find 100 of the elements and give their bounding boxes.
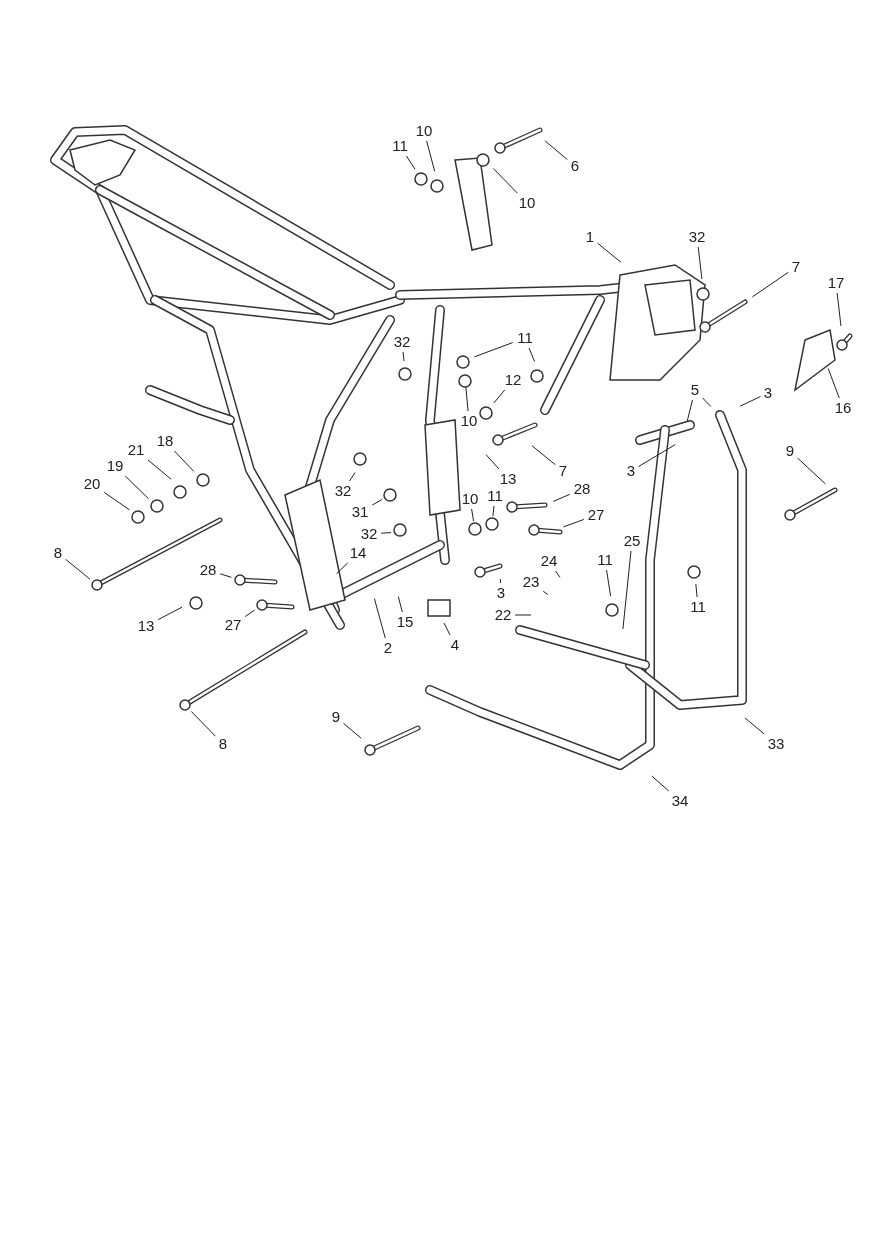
callout-number: 11 — [597, 550, 613, 570]
callout-number: 5 — [690, 380, 700, 400]
leader-line — [157, 606, 183, 621]
callout-number: 23 — [522, 572, 540, 592]
callout-number: 19 — [106, 456, 124, 476]
leader-line — [343, 722, 362, 739]
callout-number: 32 — [393, 332, 411, 352]
callout-number: 15 — [396, 612, 414, 632]
leader-line — [465, 386, 469, 412]
leader-line — [555, 570, 561, 578]
leader-line — [147, 459, 172, 480]
leader-line — [531, 445, 556, 466]
callout-number: 27 — [587, 505, 605, 525]
callout-number: 32 — [334, 481, 352, 501]
leader-line — [702, 397, 712, 407]
leader-line — [836, 292, 842, 327]
leader-line — [697, 246, 703, 280]
callout-number: 28 — [573, 479, 591, 499]
callout-number: 10 — [415, 121, 433, 141]
callout-number: 28 — [199, 560, 217, 580]
callout-number: 11 — [517, 328, 533, 348]
callout-number: 17 — [827, 273, 845, 293]
callout-number: 3 — [496, 583, 506, 603]
callout-number: 7 — [558, 461, 568, 481]
leader-line — [638, 444, 676, 467]
leader-line — [173, 450, 195, 472]
callout-number: 9 — [331, 707, 341, 727]
callout-number: 13 — [137, 616, 155, 636]
leader-line — [542, 590, 549, 596]
callout-number: 22 — [494, 605, 512, 625]
leader-line — [124, 475, 150, 500]
callout-number: 10 — [461, 489, 479, 509]
leader-line — [739, 396, 761, 407]
callout-number: 20 — [83, 474, 101, 494]
callout-number: 25 — [623, 531, 641, 551]
callout-number: 10 — [460, 411, 478, 431]
leader-line — [597, 242, 622, 263]
leader-line — [695, 583, 698, 598]
leader-line — [622, 550, 632, 630]
callout-number: 32 — [360, 524, 378, 544]
leader-line — [651, 775, 670, 792]
leader-line — [349, 472, 356, 482]
leader-line — [443, 622, 451, 636]
callout-number: 13 — [499, 469, 517, 489]
leader-line — [373, 598, 386, 639]
leader-line — [686, 399, 693, 422]
leader-line — [514, 614, 532, 616]
callout-number: 11 — [690, 597, 706, 617]
leader-line — [397, 596, 403, 613]
callout-number: 10 — [518, 193, 536, 213]
callout-number: 14 — [349, 543, 367, 563]
callout-number: 27 — [224, 615, 242, 635]
callout-number: 6 — [570, 156, 580, 176]
leader-line — [492, 167, 518, 194]
callout-number: 24 — [540, 551, 558, 571]
callout-number: 3 — [763, 383, 773, 403]
callout-number: 31 — [351, 502, 369, 522]
callout-number: 8 — [53, 543, 63, 563]
callout-number: 18 — [156, 431, 174, 451]
callout-number: 11 — [392, 136, 408, 156]
leader-line — [405, 155, 416, 170]
leader-line — [380, 532, 392, 534]
callout-number: 2 — [383, 638, 393, 658]
callout-number: 11 — [487, 486, 503, 506]
leader-line — [65, 558, 91, 580]
leader-line — [471, 508, 475, 522]
leader-line — [244, 609, 256, 618]
leader-line — [606, 569, 612, 597]
callout-number: 34 — [671, 791, 689, 811]
callout-number: 4 — [450, 635, 460, 655]
leader-line — [371, 498, 383, 506]
callout-number: 3 — [626, 461, 636, 481]
leader-line — [493, 389, 506, 404]
leader-line — [485, 454, 500, 470]
leader-line — [751, 271, 789, 298]
leader-line — [473, 342, 514, 358]
callout-number: 1 — [585, 227, 595, 247]
leader-line — [499, 578, 502, 584]
callout-number: 16 — [834, 398, 852, 418]
leader-line — [797, 457, 826, 485]
callout-number: 8 — [218, 734, 228, 754]
leader-line — [562, 518, 585, 528]
callout-number: 12 — [504, 370, 522, 390]
leader-line — [426, 140, 436, 172]
leader-line — [492, 505, 495, 517]
callout-number: 9 — [785, 441, 795, 461]
callout-number: 21 — [127, 440, 145, 460]
leader-line — [219, 573, 232, 578]
callout-number: 33 — [767, 734, 785, 754]
callout-number: 7 — [791, 257, 801, 277]
leader-line — [103, 491, 131, 511]
leader-line — [336, 562, 349, 575]
leader-line — [190, 710, 216, 737]
leader-line — [528, 347, 536, 363]
callout-number: 32 — [688, 227, 706, 247]
leader-line — [744, 717, 765, 735]
leader-line — [552, 493, 571, 502]
leader-line — [402, 351, 405, 362]
leader-line — [544, 140, 568, 161]
leader-line — [827, 367, 840, 399]
